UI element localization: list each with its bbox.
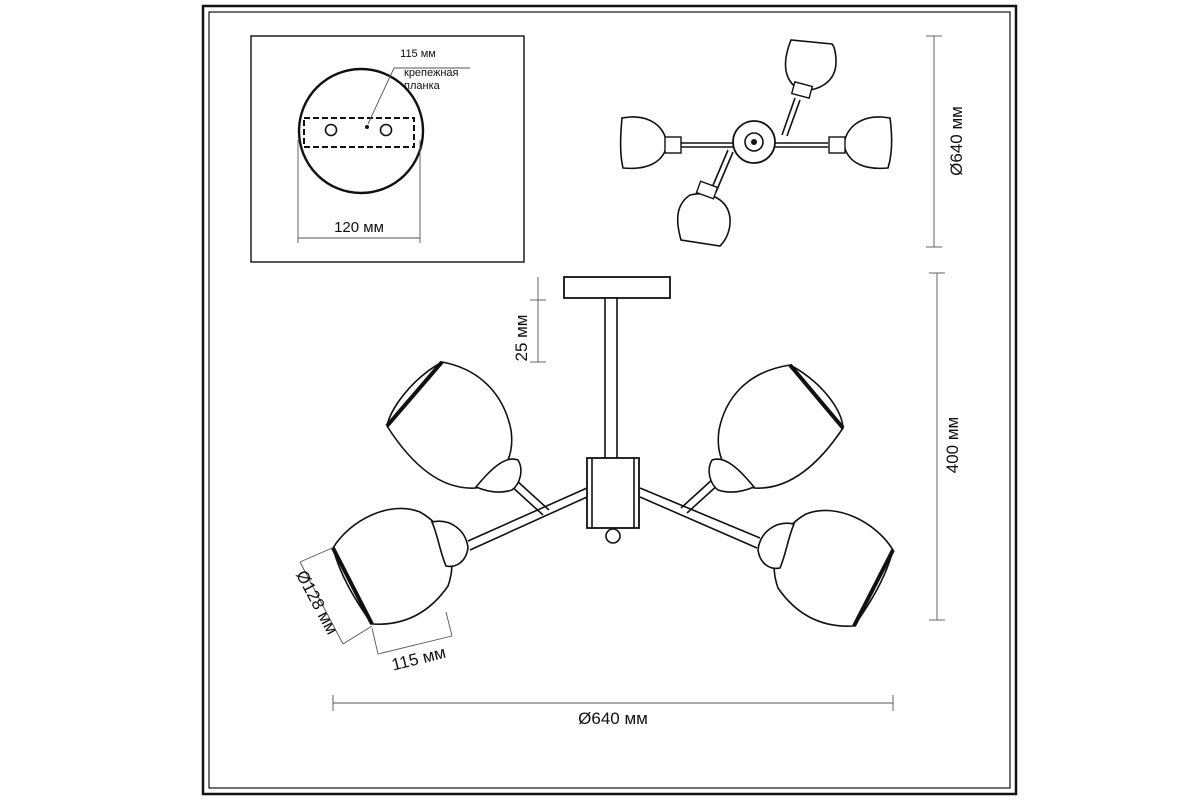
dim-115-line [377, 635, 453, 655]
height-400-label: 400 мм [943, 417, 962, 473]
plate-size-label: 115 мм [400, 48, 436, 60]
plate-name-line1: крепежная [404, 67, 459, 79]
screw-hole-left [324, 123, 338, 137]
shade-length-label: 115 мм [390, 643, 448, 675]
mounting-plate-inset: 115 мм крепежная планка 120 мм [250, 35, 525, 263]
top-arm-up [781, 97, 796, 136]
top-shade-up [784, 39, 837, 91]
top-shade-right [843, 116, 893, 170]
side-stem [604, 297, 618, 461]
canopy-120-label: 120 мм [334, 219, 384, 236]
top-arm-down [710, 149, 729, 191]
top-view: Ø640 мм [619, 35, 966, 248]
side-canopy [563, 276, 671, 299]
side-view: 25 мм 400 мм Ø128 мм 115 мм Ø640 мм [292, 272, 962, 728]
arm-up-left [515, 479, 550, 511]
inset-box [250, 35, 525, 263]
shade-upper-right [708, 363, 845, 493]
arm-low-left [467, 487, 588, 542]
canopy-circle [297, 67, 425, 195]
shade-upper-left [385, 360, 522, 493]
top-shade-left [619, 116, 668, 170]
inner-frame [208, 11, 1011, 789]
mounting-bar [303, 117, 415, 148]
dim-128-line [299, 561, 344, 645]
shade-lower-right [757, 509, 895, 627]
shade-lower-left [331, 507, 469, 625]
arm-low-right [639, 487, 761, 539]
top-diameter-label: Ø640 мм [947, 106, 966, 176]
overall-diameter-label: Ø640 мм [578, 709, 648, 728]
side-hub [586, 457, 640, 529]
outer-frame [201, 4, 1018, 796]
stem-25-label: 25 мм [512, 314, 531, 361]
shade-diameter-label: Ø128 мм [292, 567, 341, 637]
screw-hole-right [379, 123, 393, 137]
top-shade-down [676, 193, 731, 247]
plate-leader-line [367, 67, 470, 125]
plate-name-line2: планка [404, 80, 441, 92]
arm-up-right [680, 477, 715, 509]
hub-finial [605, 528, 621, 544]
center-dot [365, 125, 369, 129]
